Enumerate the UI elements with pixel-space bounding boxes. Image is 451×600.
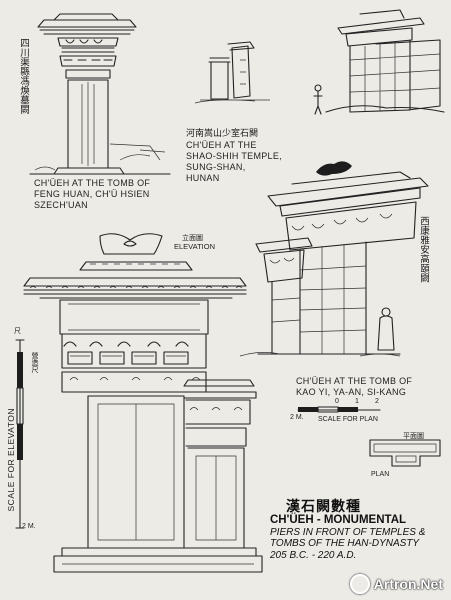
title-line1: CH'ÜEH - MONUMENTAL [270,514,407,526]
label-zh-elevation: 立面圖 [182,234,203,242]
artron-logo-icon [349,574,370,594]
label-plan: PLAN [371,471,390,478]
watermark-text: Artron.Net [373,576,443,592]
caption-shaoshih: CH'ÜEH AT THE SHAO-SHIH TEMPLE, SUNG-SHA… [186,140,282,183]
scale-elev-top-label: 尺 [14,328,21,335]
fenghuan-que-drawing [29,13,171,175]
title-english: CH'ÜEH - MONUMENTAL PIERS IN FRONT OF TE… [270,514,445,561]
watermark: Artron.Net [349,574,443,594]
scale-for-elevation-label: SCALE FOR ELEVATON [6,408,16,512]
plan-scale-bar [297,406,381,413]
elevation-drawing [23,233,263,573]
label-zh-kaoyi: 西康雅安高頤闕 [418,216,429,283]
kaoyi-que-drawing [239,161,429,357]
title-chinese: 漢石闕數種 [286,499,361,515]
caption-fenghuan: CH'ÜEH AT THE TOMB OF FENG HUAN, CH'Ü HS… [34,178,151,210]
title-line2: PIERS IN FRONT OF TEMPLES & TOMBS OF THE… [270,526,426,550]
caption-kaoyi: CH'ÜEH AT THE TOMB OF KAO YI, YA-AN, SI-… [296,376,413,397]
label-zh-plan: 平面圖 [403,432,424,440]
title-line3: 205 B.C. - 220 A.D. [270,549,357,561]
label-elevation: ELEVATION [174,242,215,251]
scale-plan-tick-0: 2 M. [290,414,304,421]
scale-plan-tick-2: 1 [355,398,359,405]
label-zh-scale: 營造尺 [31,352,39,373]
elevation-scale-bar [15,339,25,529]
scale-for-plan-label: SCALE FOR PLAN [318,416,378,423]
label-zh-shaoshih: 河南嵩山少室石闕 [186,129,259,139]
scale-plan-tick-3: 2 [375,398,379,405]
scale-elev-bottom-label: 2 M. [22,523,36,530]
ruined-que-drawing [313,9,445,115]
label-zh-fenghuan: 四川渠縣馮煥墓闕 [18,38,29,114]
scale-plan-tick-1: 0 [335,398,339,405]
plan-drawing [369,439,441,467]
shaoshih-que-drawing [194,41,270,104]
